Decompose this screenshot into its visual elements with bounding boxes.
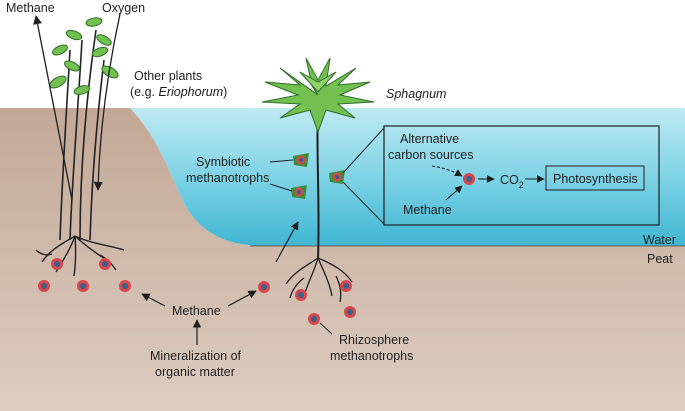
soil-microbe-1 — [51, 258, 63, 270]
methane-to-sphagnum-arrow — [275, 221, 299, 263]
label-photosynthesis: Photosynthesis — [553, 172, 638, 186]
label-water: Water — [643, 233, 676, 247]
soil-microbe-4 — [77, 280, 89, 292]
symbiotic-pointer-1 — [269, 159, 294, 163]
label-eriophorum-species: Eriophorum — [159, 85, 224, 99]
soil-microbe-5 — [119, 280, 131, 292]
rhizo-pointer — [319, 322, 333, 335]
soil-microbe-2 — [99, 258, 111, 270]
eriophorum-plant — [35, 17, 125, 277]
methane-up-arrow — [33, 15, 73, 201]
label-mineralization-2: organic matter — [155, 365, 235, 379]
label-eriophorum-suffix: ) — [223, 85, 227, 99]
soil-microbe-6 — [258, 281, 270, 293]
label-co2-main: CO — [500, 173, 519, 187]
label-peat: Peat — [647, 252, 673, 266]
label-mineralization-1: Mineralization of — [150, 349, 242, 363]
label-methane-top: Methane — [6, 1, 55, 15]
methane-left-arrow — [141, 293, 166, 307]
label-alt-carbon-2: carbon sources — [388, 148, 473, 162]
peat-ground — [0, 108, 685, 411]
zoom-line-top — [342, 127, 385, 174]
rhizo-microbe-1 — [295, 289, 307, 301]
rhizo-microbe-2 — [340, 280, 352, 292]
inset-box — [383, 125, 660, 226]
rhizo-microbe-3 — [344, 306, 356, 318]
soil-microbe-3 — [38, 280, 50, 292]
water-body — [130, 108, 685, 246]
inset-microbe — [463, 173, 475, 185]
zoom-line-bottom — [342, 181, 385, 225]
photosynthesis-box — [545, 165, 645, 191]
label-rhizosphere-2: methanotrophs — [330, 349, 413, 363]
label-eriophorum-prefix: (e.g. — [130, 85, 159, 99]
label-other-plants: Other plants — [134, 69, 202, 83]
label-sphagnum: Sphagnum — [386, 87, 446, 101]
sphagnum-plant — [261, 57, 375, 303]
label-symbiotic-2: methanotrophs — [186, 171, 269, 185]
label-co2: CO2 — [500, 173, 524, 190]
label-eriophorum: (e.g. Eriophorum) — [130, 85, 227, 99]
alt-carbon-arrow — [431, 165, 463, 177]
label-methane-center: Methane — [172, 304, 221, 318]
label-co2-sub: 2 — [519, 180, 524, 190]
rhizo-microbe-4 — [308, 313, 320, 325]
methane-right-arrow — [227, 290, 257, 307]
label-symbiotic-1: Symbiotic — [196, 155, 250, 169]
oxygen-down-arrow — [93, 13, 121, 191]
label-oxygen: Oxygen — [102, 1, 145, 15]
symbiotic-pointer-2 — [269, 183, 293, 192]
label-rhizosphere-1: Rhizosphere — [339, 333, 409, 347]
label-methane-inset: Methane — [403, 203, 452, 217]
methane-inset-arrow — [445, 185, 463, 201]
label-alt-carbon-1: Alternative — [400, 132, 459, 146]
